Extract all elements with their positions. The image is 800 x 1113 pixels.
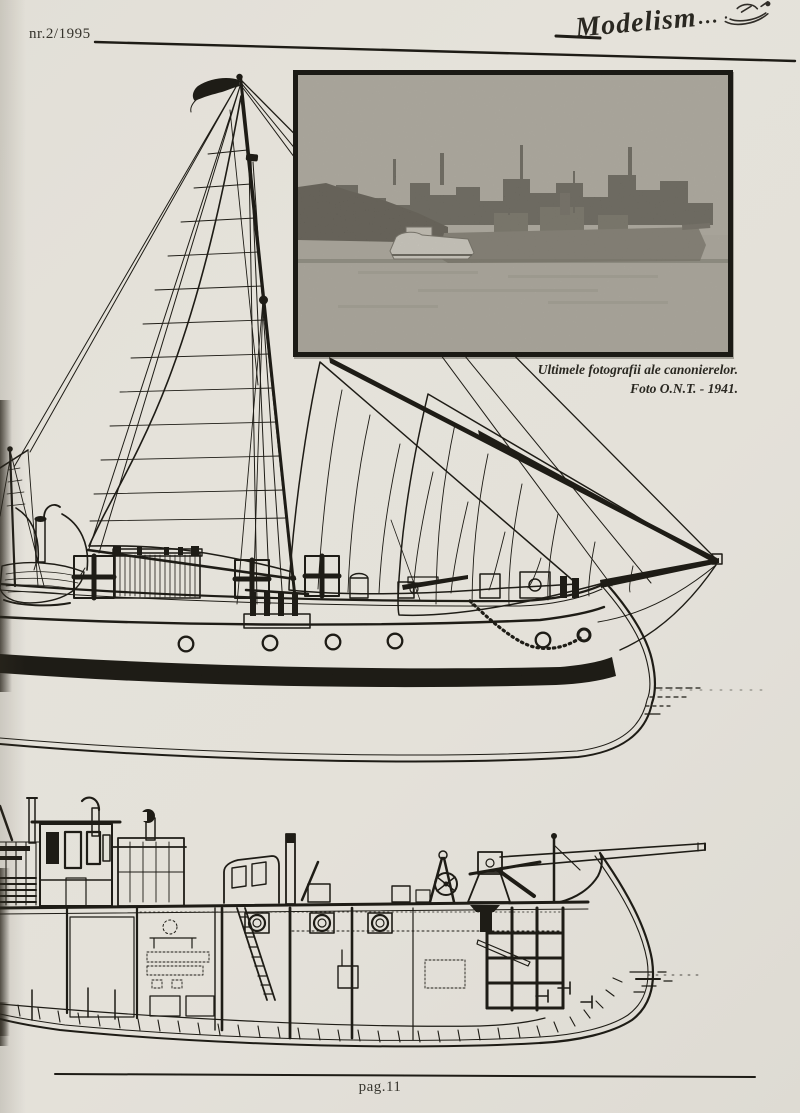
windlass bbox=[519, 571, 551, 599]
cowl-vent bbox=[349, 572, 369, 599]
magazine-title: Modelism bbox=[574, 2, 699, 44]
deck-structures bbox=[71, 546, 579, 629]
photo-caption-line2: Foto O.N.T. - 1941. bbox=[630, 380, 738, 396]
section-hull-outline bbox=[0, 851, 655, 1048]
hawse-pipe bbox=[576, 627, 592, 643]
photo-caption-line1: Ultimele fotografii ale canonierelor. bbox=[537, 362, 738, 377]
photo-caption: Ultimele fotografii ale canonierelor. Fo… bbox=[418, 361, 738, 399]
scan-gutter-shadow bbox=[0, 400, 12, 1046]
page-number: pag.11 bbox=[358, 1079, 402, 1095]
section-water-ripples bbox=[629, 971, 701, 993]
portholes bbox=[177, 631, 552, 653]
logo-ellipsis: ... bbox=[697, 5, 721, 29]
cross-braced-panels bbox=[71, 553, 342, 601]
footer-rule bbox=[54, 1073, 756, 1078]
section-gun bbox=[428, 842, 706, 967]
hull-side-view bbox=[0, 581, 771, 763]
header-rule bbox=[93, 34, 797, 63]
wheelhouse bbox=[30, 820, 122, 907]
anchor-chain bbox=[468, 599, 582, 651]
section-mast-stump bbox=[285, 833, 296, 905]
mainsail bbox=[86, 95, 297, 581]
bunker-lattice bbox=[485, 906, 565, 1012]
skylight-grating bbox=[114, 552, 201, 599]
water-ripples bbox=[644, 687, 771, 715]
pennant-flag bbox=[190, 78, 240, 113]
page-gutter-shadow bbox=[0, 0, 26, 1113]
companionway bbox=[223, 855, 280, 904]
hull-frames bbox=[17, 977, 623, 1043]
stern-funnel-pipe bbox=[34, 504, 61, 563]
logo-boat-sketch-icon bbox=[724, 1, 771, 26]
section-skylight bbox=[117, 837, 185, 907]
interior-portholes bbox=[244, 912, 393, 934]
mizzen-mast bbox=[0, 446, 45, 588]
interior-ladder bbox=[236, 907, 276, 1001]
hull-section-figure bbox=[0, 796, 706, 1048]
mainmast bbox=[229, 73, 298, 609]
issue-number: nr.2/1995 bbox=[29, 26, 91, 42]
section-interior bbox=[31, 906, 593, 1041]
harbor-photograph bbox=[298, 75, 728, 352]
pin-rail bbox=[243, 588, 311, 629]
stern-boat bbox=[0, 507, 89, 607]
photo-inset bbox=[293, 70, 733, 357]
magazine-logo: Modelism ... bbox=[574, 0, 775, 45]
deck-gun bbox=[397, 575, 468, 599]
waterline-stripe bbox=[0, 654, 616, 688]
section-deck-fittings bbox=[0, 796, 581, 907]
bowsprit bbox=[597, 553, 723, 651]
